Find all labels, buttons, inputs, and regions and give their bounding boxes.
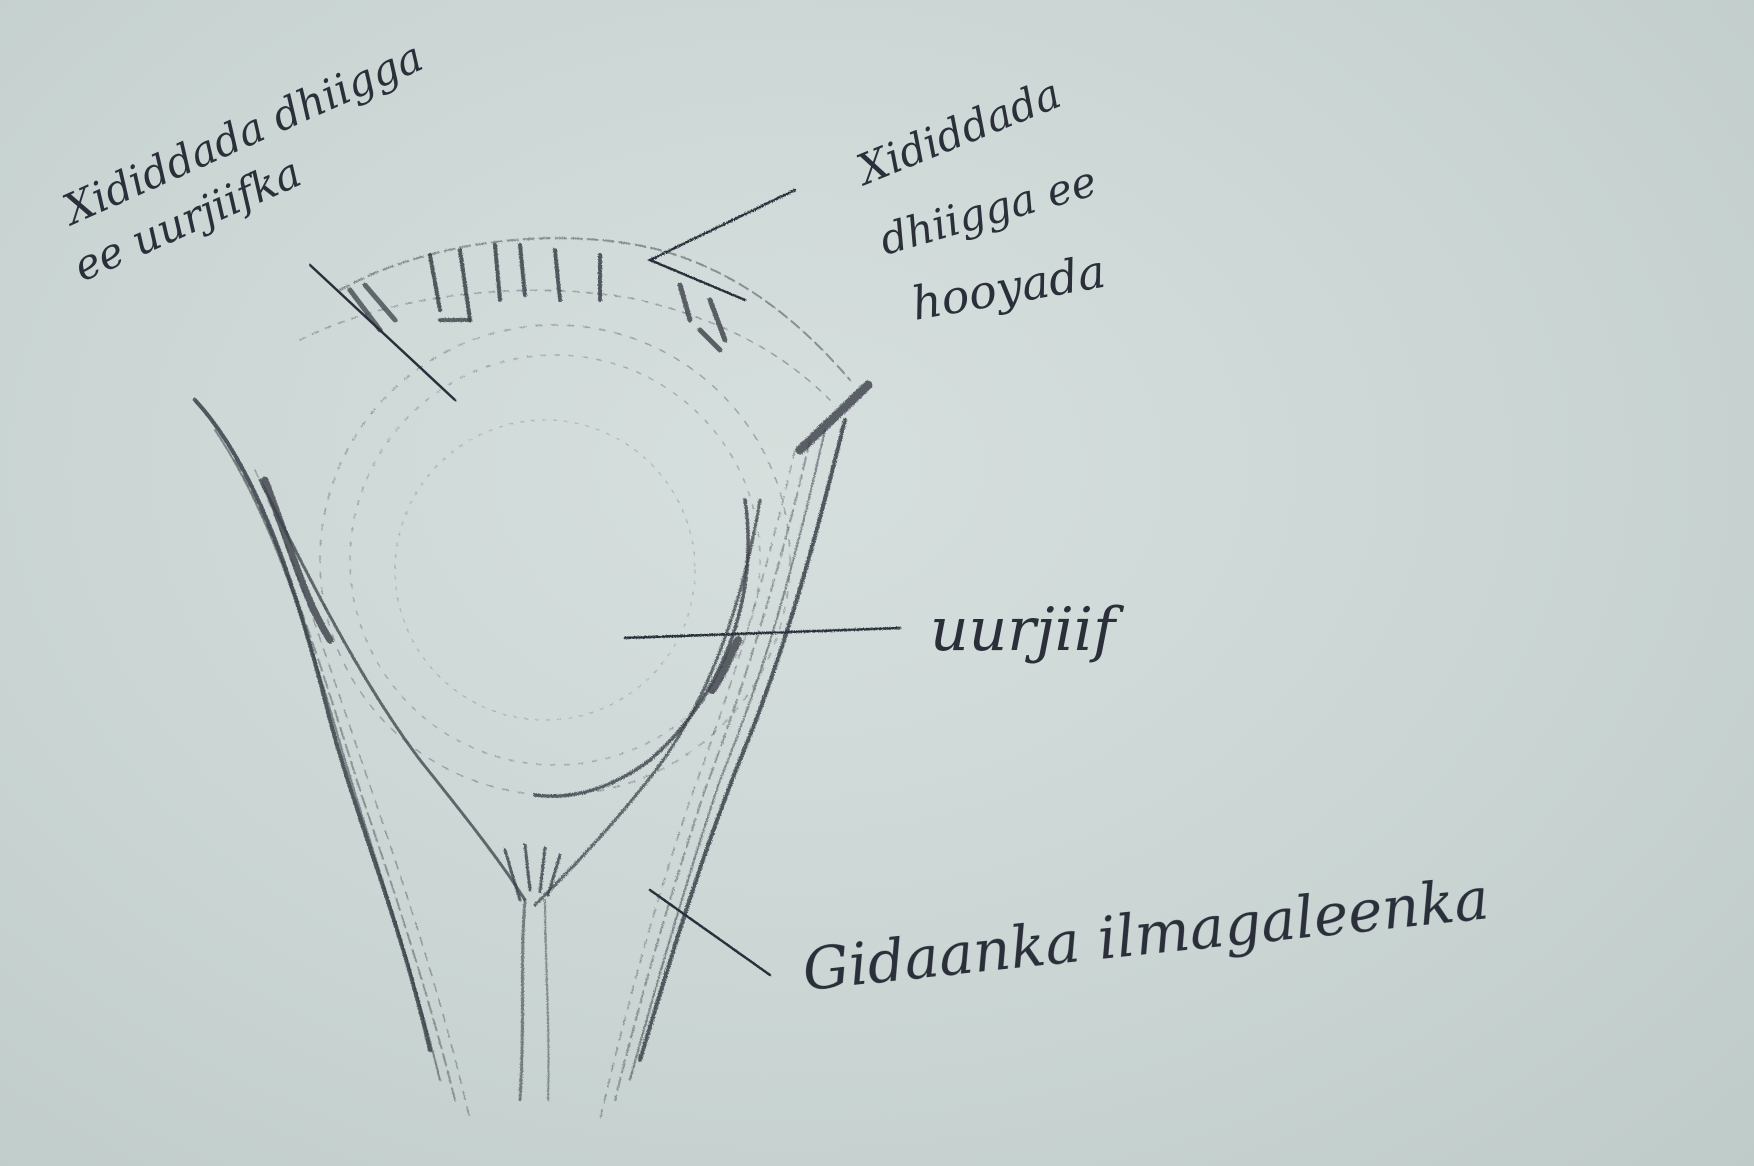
label-maternal-vessels: Xididdada dhiigga ee hooyada: [848, 69, 1110, 331]
pointer-embryo: [625, 628, 900, 638]
uterine-wall-left: [195, 400, 470, 1120]
uterine-cavity: [260, 480, 760, 1100]
embryo-sac: [320, 325, 790, 796]
placenta-region: [300, 238, 850, 400]
pointer-maternal-vessels: [650, 190, 795, 300]
label-fetal-vessels: Xididdada dhiigga ee uurjiifka: [53, 32, 430, 291]
label-maternal-vessels-line3: hooyada: [908, 244, 1110, 331]
label-pointers: [310, 190, 900, 975]
uterine-wall-right: [600, 385, 868, 1120]
label-uterine-wall: Gidaanka ilmagaleenka: [799, 864, 1492, 1004]
pointer-fetal-vessels: [310, 265, 455, 400]
label-embryo: uurjiif: [930, 595, 1125, 665]
